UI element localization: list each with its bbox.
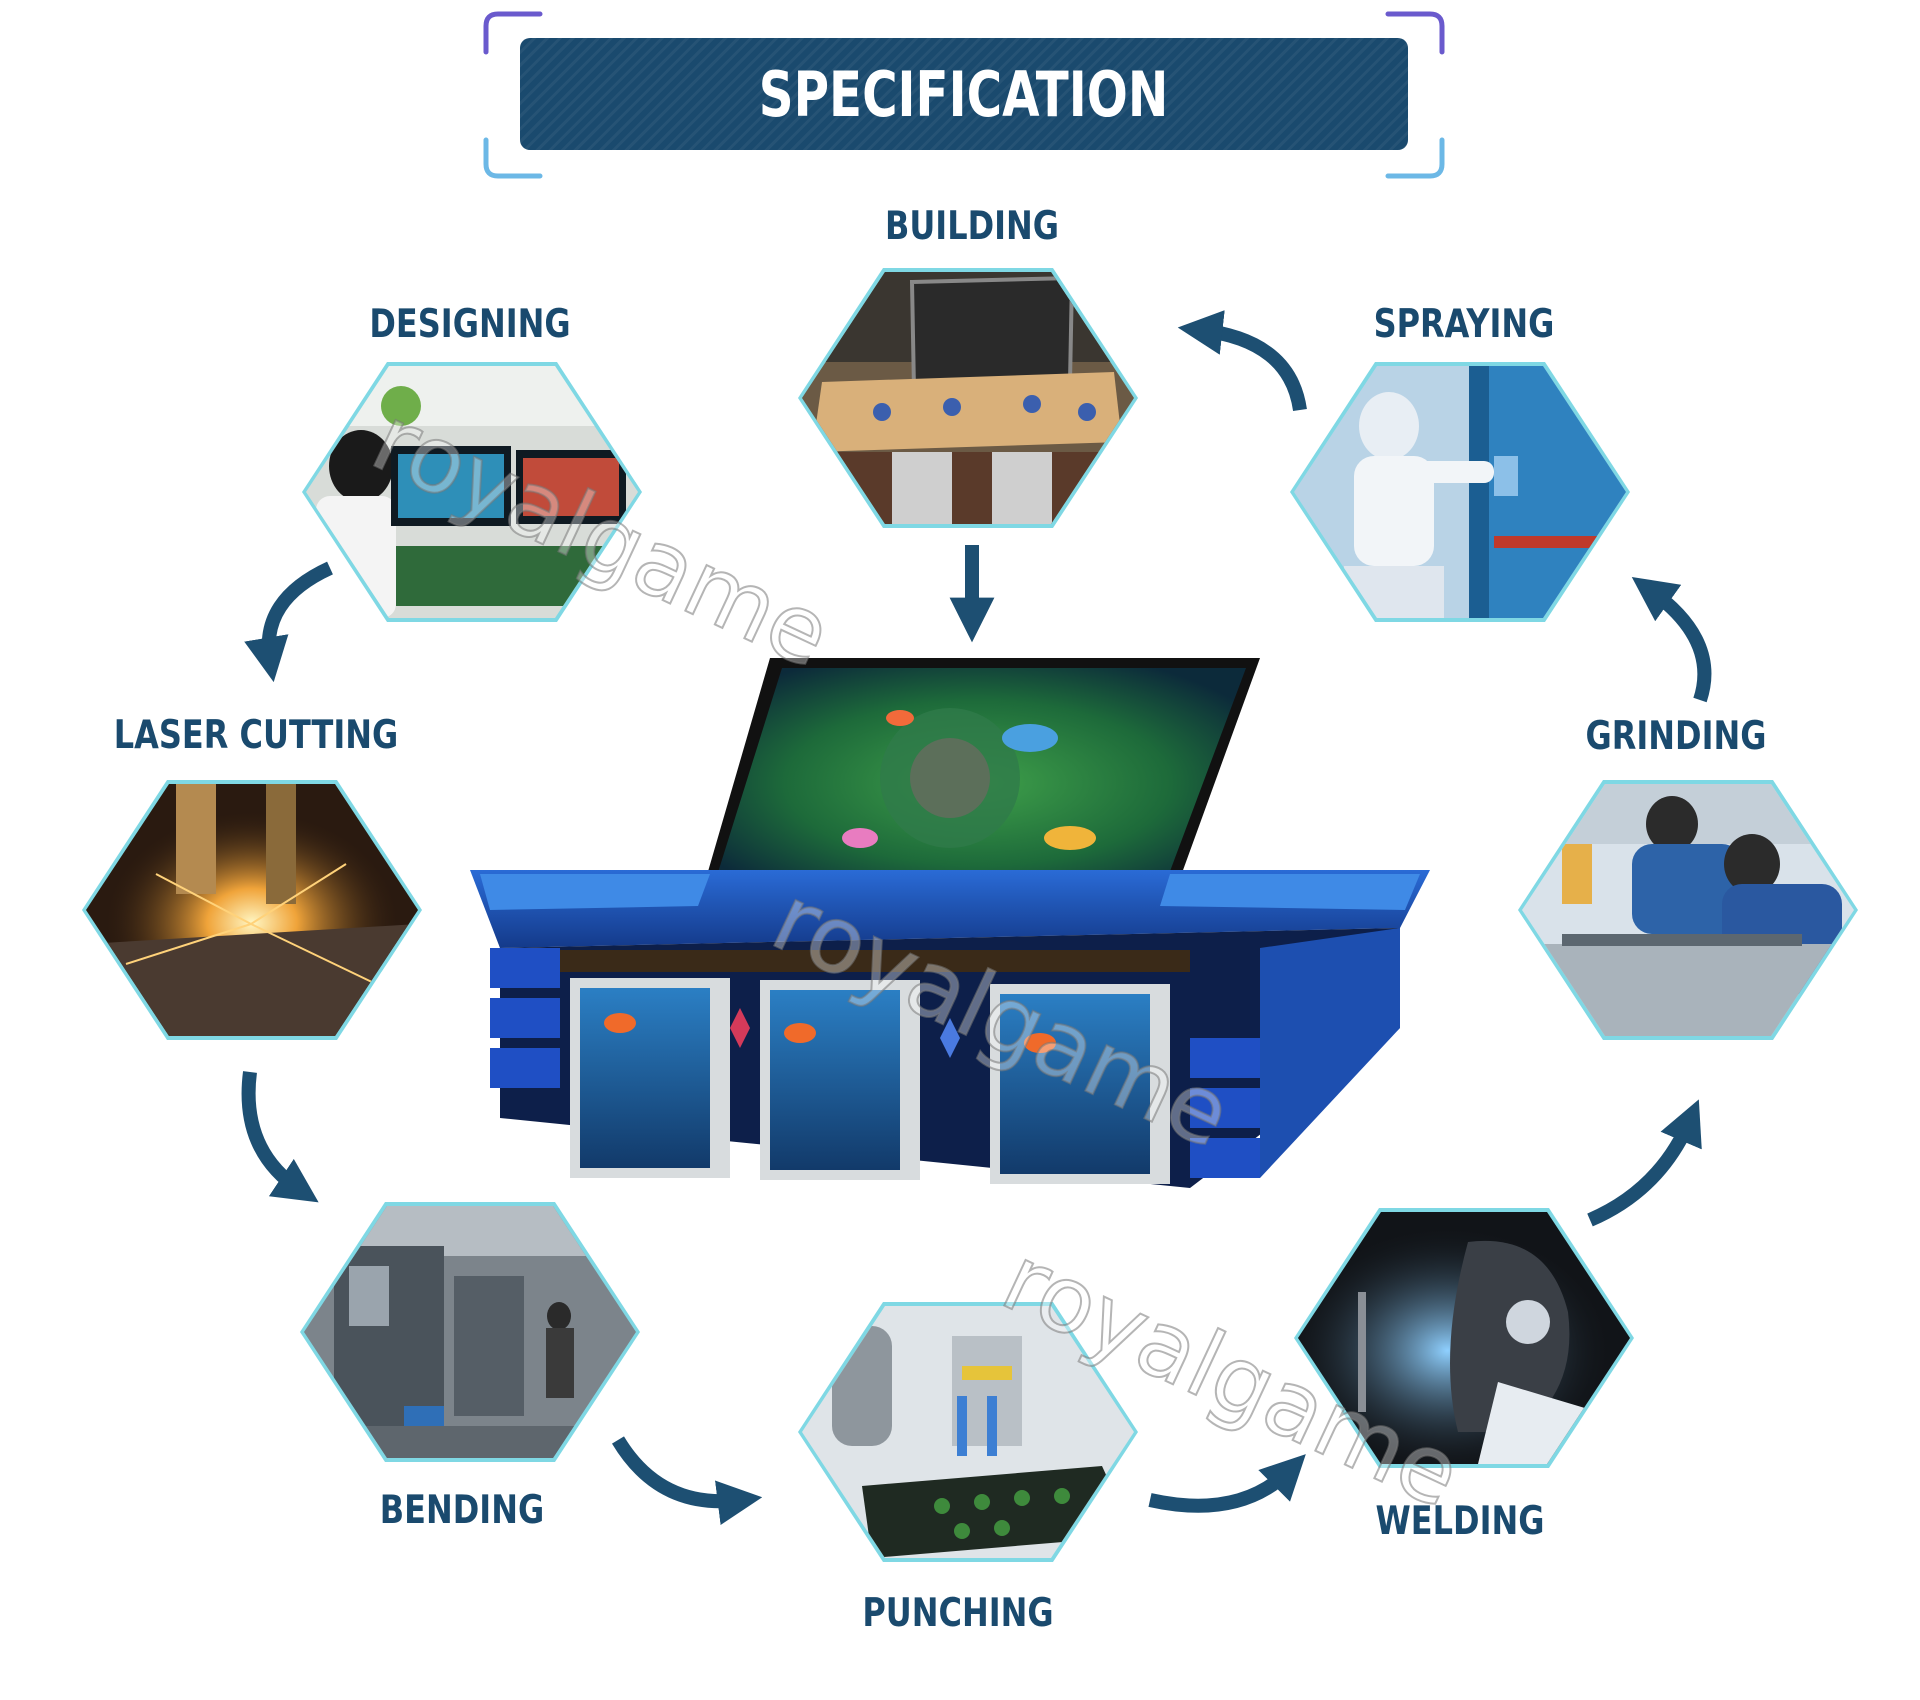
- title-brackets: [483, 11, 1445, 179]
- arrow-spraying-to-building: [1177, 310, 1307, 412]
- hex-bending: [300, 1202, 640, 1462]
- fish-game-table-cabinet-icon: [470, 658, 1430, 1188]
- step-label-punching: PUNCHING: [862, 1591, 1054, 1636]
- arrow-welding-to-grinding: [1587, 1099, 1702, 1227]
- step-label-laser-cutting: LASER CUTTING: [113, 713, 399, 758]
- step-label-building: BUILDING: [884, 204, 1060, 249]
- arrow-laser-to-bending: [241, 1071, 319, 1203]
- hex-laser-cutting: [82, 780, 422, 1040]
- step-label-designing: DESIGNING: [369, 302, 571, 347]
- page-title: SPECIFICATION: [759, 57, 1169, 131]
- arrow-punching-to-welding: [1148, 1454, 1306, 1513]
- step-label-welding: WELDING: [1375, 1499, 1545, 1544]
- step-label-grinding: GRINDING: [1585, 714, 1767, 759]
- welding-mask-photo-icon: [1298, 1212, 1630, 1464]
- step-label-bending: BENDING: [379, 1488, 545, 1533]
- arrow-designing-to-laser: [244, 561, 333, 683]
- step-label-spraying: SPRAYING: [1373, 302, 1555, 347]
- arrow-bending-to-punching: [611, 1436, 763, 1525]
- arrow-grinding-to-spraying: [1631, 576, 1712, 703]
- title-banner: SPECIFICATION: [520, 38, 1408, 150]
- spray-painting-photo-icon: [1294, 366, 1626, 618]
